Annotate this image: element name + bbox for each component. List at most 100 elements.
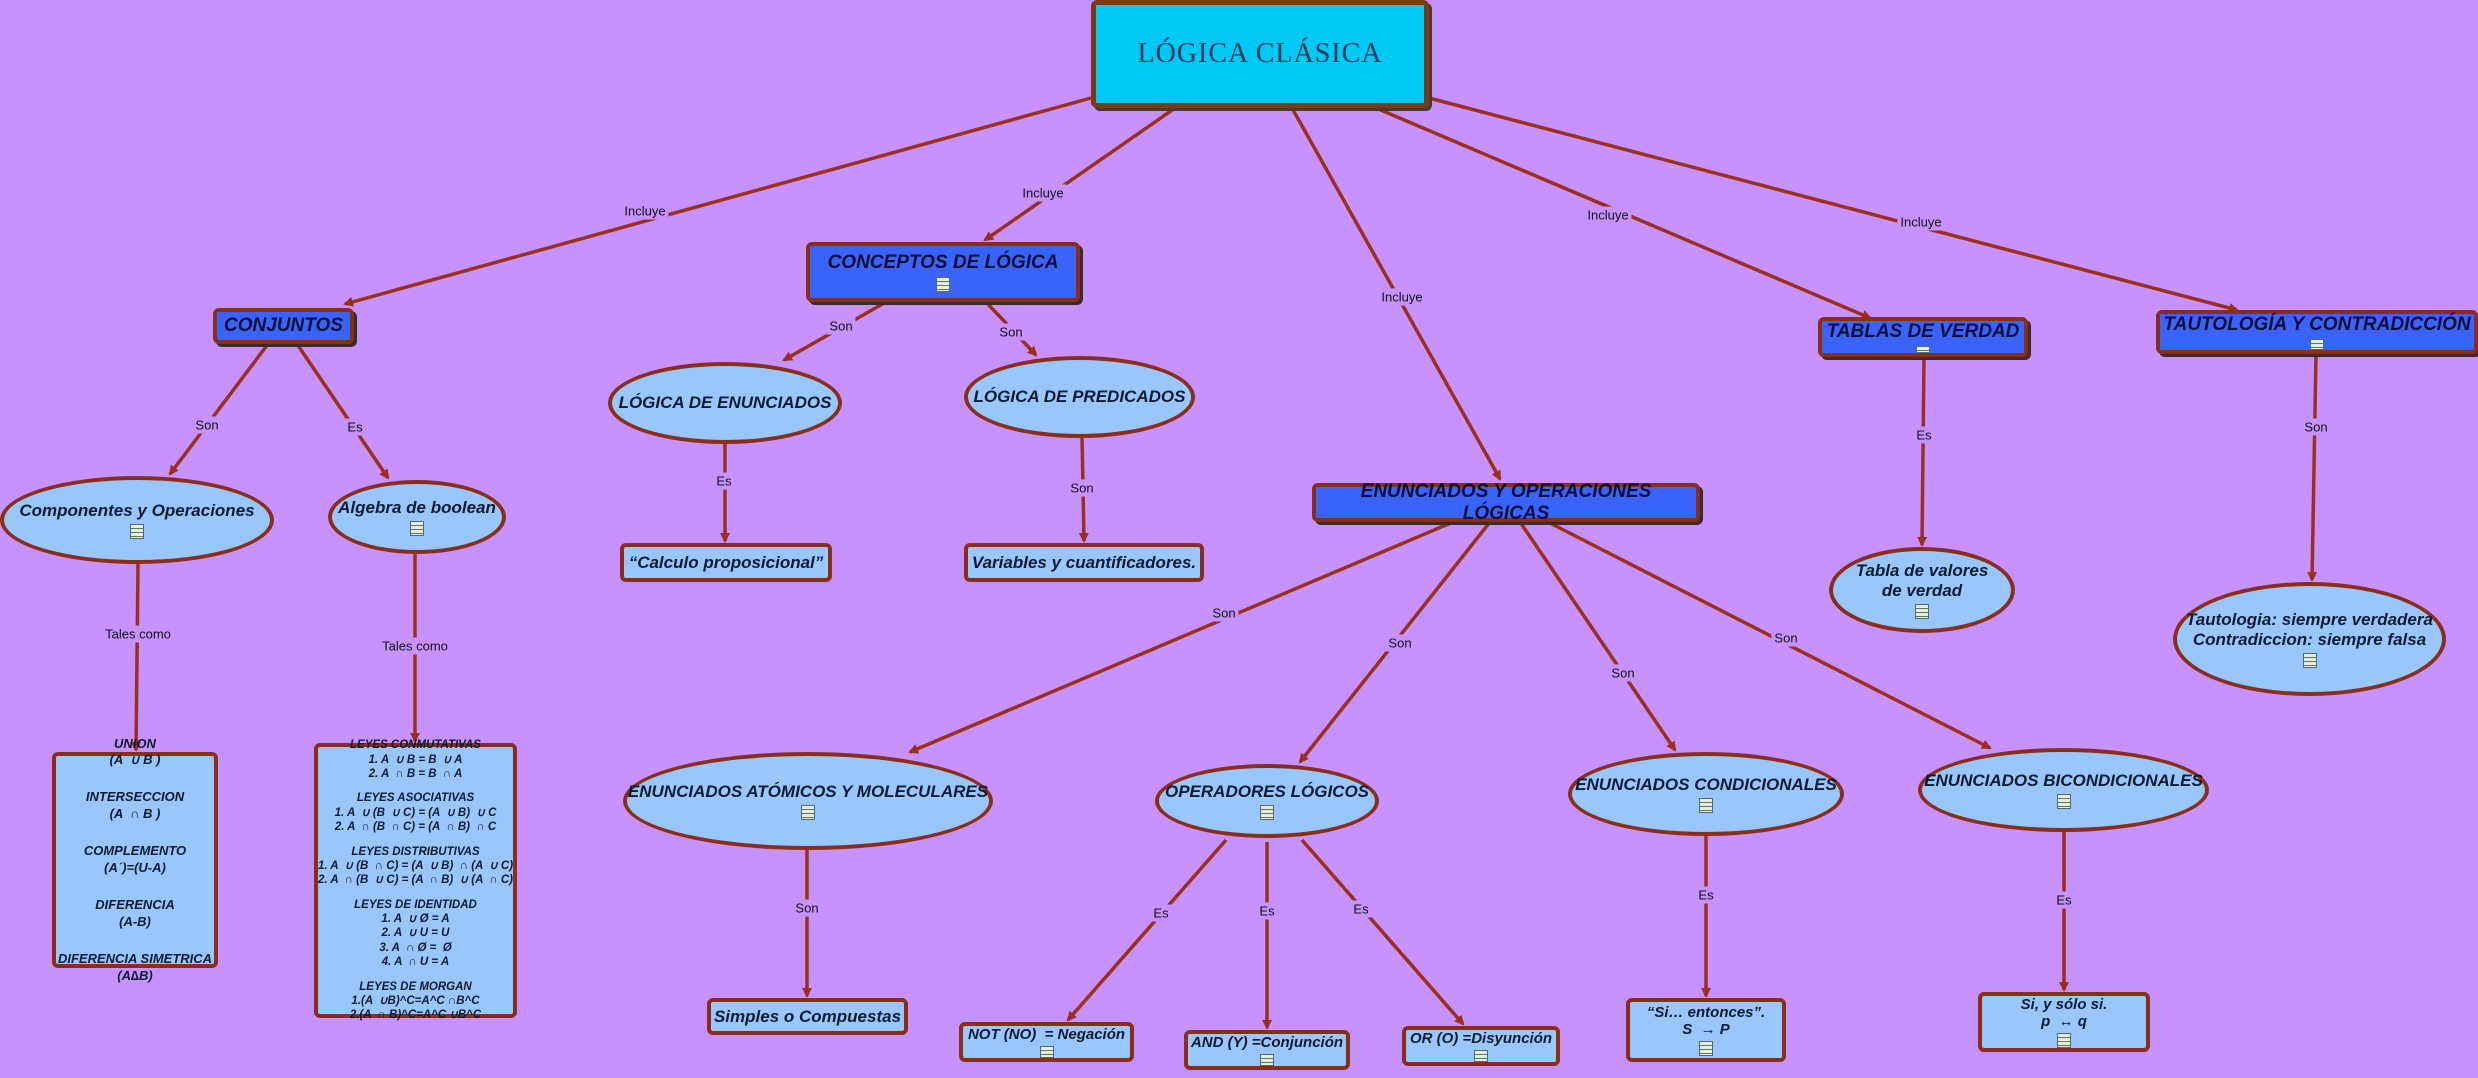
edge-label-son: Son (192, 416, 222, 434)
note-icon[interactable] (1699, 1041, 1713, 1056)
edge-label-es: Es (713, 472, 735, 490)
connector-line (168, 342, 270, 476)
node-label: CONJUNTOS (224, 315, 343, 336)
connector-line (295, 343, 390, 480)
node-bicondicionales[interactable]: ENUNCIADOS BICONDICIONALES (1918, 748, 2209, 832)
node-variables[interactable]: Variables y cuantificadores. (964, 543, 1204, 582)
edge-label-son: Son (1067, 479, 1097, 497)
node-label: Simples o Compuestas (713, 1006, 902, 1026)
node-or[interactable]: OR (O) =Disyunción (1402, 1026, 1560, 1066)
node-algebra-boolean[interactable]: Algebra de boolean (328, 480, 506, 554)
node-and[interactable]: AND (Y) =Conjunción (1184, 1030, 1350, 1070)
node-conceptos-de-logica[interactable]: CONCEPTOS DE LÓGICA (806, 242, 1080, 302)
note-icon[interactable] (1474, 1050, 1488, 1062)
note-icon[interactable] (1699, 798, 1713, 813)
node-not[interactable]: NOT (NO) = Negación (959, 1022, 1134, 1062)
connector-line (1518, 521, 1677, 752)
root-node[interactable]: LÓGICA CLÁSICA (1091, 0, 1429, 108)
edge-label-es: Es (1913, 426, 1935, 444)
ley-line: 1. A ∪ Ø = A (381, 913, 450, 926)
operacion-item: COMPLEMENTO(A´)=(U-A) (58, 843, 212, 877)
note-icon[interactable] (2057, 1033, 2071, 1048)
node-label: Algebra de boolean (338, 498, 496, 517)
node-tablas-de-verdad[interactable]: TABLAS DE VERDAD (1818, 317, 2028, 357)
ley-line: 1. A ∪ B = B ∪ A (368, 753, 463, 766)
operaciones-list: UNION(A ∪ B )INTERSECCION(A ∩ B )COMPLEM… (58, 736, 212, 985)
connector-line (1300, 838, 1465, 1026)
ley-line: 2.(A ∩ B)^C=A^C ∪B^C (349, 1009, 482, 1022)
operacion-expr: (A ∪ B ) (109, 752, 161, 768)
operacion-name: COMPLEMENTO (83, 843, 187, 859)
edge-label-es: Es (1150, 904, 1172, 922)
edge-label-son: Son (996, 323, 1026, 341)
ley-line: 1.(A ∪B)^C=A^C ∩B^C (351, 994, 480, 1007)
note-icon[interactable] (2056, 794, 2071, 809)
node-enunciados-operaciones[interactable]: ENUNCIADOS Y OPERACIONES LÓGICAS (1312, 480, 1700, 524)
node-label-line2: p ↔ q (2041, 1013, 2087, 1030)
note-icon[interactable] (1260, 805, 1274, 820)
node-label: ENUNCIADOS Y OPERACIONES LÓGICAS (1360, 480, 1652, 524)
node-atomicos[interactable]: ENUNCIADOS ATÓMICOS Y MOLECULARES (623, 752, 993, 850)
node-tabla-valores[interactable]: Tabla de valores de verdad (1829, 547, 2015, 633)
connector-line (1428, 96, 2239, 313)
connector-line (2307, 353, 2318, 582)
note-icon[interactable] (130, 524, 144, 539)
node-si-entonces[interactable]: “Si… entonces”. S → P (1626, 998, 1786, 1062)
node-label: OR (O) =Disyunción (1409, 1030, 1553, 1047)
note-icon[interactable] (936, 277, 950, 292)
edge-label-tales-como: Tales como (102, 625, 174, 643)
note-icon[interactable] (1916, 346, 1930, 353)
operacion-name: INTERSECCION (85, 789, 185, 805)
edge-label-incluye: Incluye (1584, 206, 1632, 224)
node-label: Variables y cuantificadores. (971, 552, 1197, 572)
node-componentes[interactable]: Componentes y Operaciones (0, 476, 274, 564)
node-calculo-proposicional[interactable]: “Calculo proposicional” (620, 543, 832, 582)
ley-heading: LEYES DE IDENTIDAD (354, 898, 477, 911)
note-icon[interactable] (801, 805, 815, 820)
root-title: LÓGICA CLÁSICA (1137, 38, 1383, 69)
connector-line (908, 520, 1454, 754)
connector-line (1917, 356, 1928, 547)
note-icon[interactable] (2310, 339, 2324, 350)
edge-label-es: Es (1695, 886, 1717, 904)
edge-label-tales-como: Tales como (379, 637, 451, 655)
connector-line (131, 563, 142, 752)
ley-line: 1. A ∪ (B ∩ C) = (A ∪ B) ∩ (A ∪ C) (317, 859, 514, 872)
node-conjuntos[interactable]: CONJUNTOS (213, 308, 354, 344)
connector-line (343, 96, 1092, 307)
operacion-name: DIFERENCIA (95, 896, 175, 912)
node-operadores[interactable]: OPERADORES LÓGICOS (1155, 764, 1379, 838)
node-label: LÓGICA DE ENUNCIADOS (618, 393, 832, 412)
edge-label-incluye: Incluye (1019, 184, 1067, 202)
node-simples-compuestas[interactable]: Simples o Compuestas (707, 998, 908, 1035)
edge-label-son: Son (1608, 664, 1638, 682)
note-icon[interactable] (1039, 1046, 1054, 1058)
node-si-solo-si[interactable]: Si, y sólo si. p ↔ q (1978, 992, 2150, 1052)
edge-label-son: Son (1385, 634, 1415, 652)
operacion-name: UNION (114, 735, 156, 751)
node-label: Tabla de valores de verdad (1855, 561, 1989, 600)
note-icon[interactable] (2302, 653, 2317, 668)
node-tautologia-def[interactable]: Tautologia: siempre verdadera Contradicc… (2173, 582, 2446, 696)
edge-label-es: Es (2053, 891, 2075, 909)
node-label: OPERADORES LÓGICOS (1164, 782, 1370, 801)
note-icon[interactable] (1260, 1054, 1274, 1066)
edge-label-es: Es (1256, 902, 1278, 920)
node-tautologia[interactable]: TAUTOLOGÍA Y CONTRADICCIÓN (2156, 310, 2478, 354)
ley-heading: LEYES ASOCIATIVAS (356, 792, 475, 805)
edge-label-incluye: Incluye (1378, 288, 1426, 306)
node-label-line2: Contradiccion: siempre falsa (2192, 630, 2427, 649)
node-label: AND (Y) =Conjunción (1190, 1034, 1344, 1051)
node-label: ENUNCIADOS ATÓMICOS Y MOLECULARES (627, 782, 989, 801)
note-icon[interactable] (1915, 604, 1929, 619)
note-icon[interactable] (410, 521, 424, 536)
node-logica-enunciados[interactable]: LÓGICA DE ENUNCIADOS (608, 362, 842, 444)
node-condicionales[interactable]: ENUNCIADOS CONDICIONALES (1568, 752, 1844, 836)
node-logica-predicados[interactable]: LÓGICA DE PREDICADOS (964, 356, 1195, 438)
